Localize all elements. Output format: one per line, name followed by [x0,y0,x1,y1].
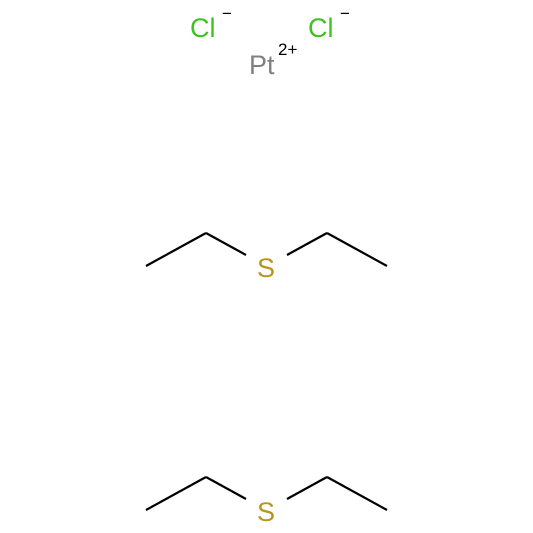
platinum-ion: Pt 2+ [249,40,297,80]
platinum-charge: 2+ [278,40,297,59]
bond-c-s-left-1 [205,232,247,256]
platinum-symbol: Pt [249,50,275,80]
chloride-right-charge: − [340,4,350,23]
bond-ethyl-left-1 [145,232,207,267]
bond-s-c-right-1 [286,232,328,256]
chloride-ion-left: Cl − [190,4,232,43]
chloride-left-charge: − [222,4,232,23]
bond-ethyl-right-1 [326,232,388,267]
bond-s-c-right-2 [286,476,328,500]
diethyl-sulfide-ligand-2: S [145,476,388,527]
sulfur-atom-1: S [257,253,275,283]
diethyl-sulfide-ligand-1: S [145,232,388,283]
sulfur-atom-2: S [257,497,275,527]
bond-ethyl-right-2 [326,476,388,511]
bond-c-s-left-2 [205,476,247,500]
chloride-left-symbol: Cl [190,13,216,43]
chloride-right-symbol: Cl [308,13,334,43]
chloride-ion-right: Cl − [308,4,350,43]
bond-ethyl-left-2 [145,476,207,511]
